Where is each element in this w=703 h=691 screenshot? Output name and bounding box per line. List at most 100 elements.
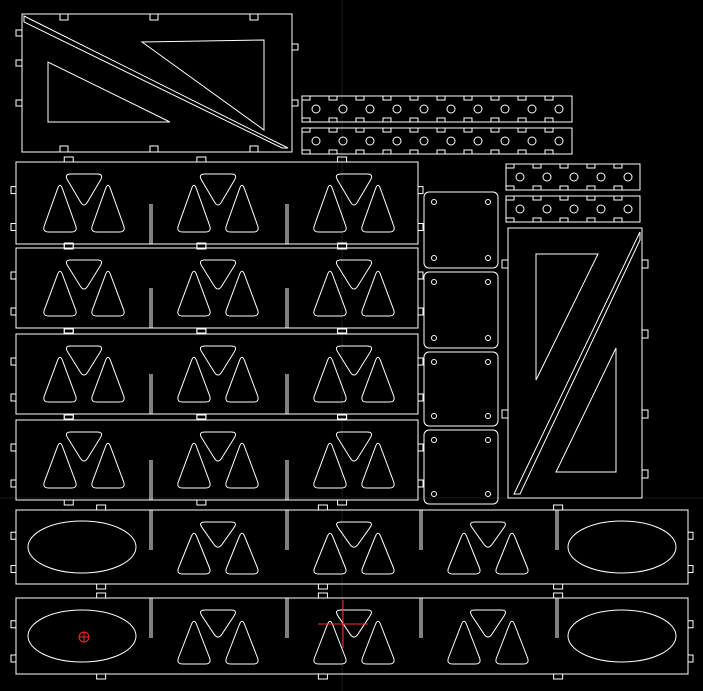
strip-hole <box>623 172 633 182</box>
truss-cutout-up <box>313 442 347 489</box>
strip-outline <box>505 163 641 191</box>
panel-tabs <box>10 156 424 250</box>
truss-row-2[interactable] <box>10 242 424 334</box>
truss-cutout-down <box>200 521 236 548</box>
truss-row-group[interactable] <box>10 156 424 506</box>
truss-cutout-up <box>361 620 395 665</box>
oval-cutout <box>567 609 677 663</box>
oval-row-group[interactable] <box>10 504 694 680</box>
plate-outline <box>423 351 499 427</box>
perforated-strip[interactable] <box>505 163 641 191</box>
strip-group[interactable] <box>301 95 641 223</box>
plate-hole <box>485 199 491 205</box>
plate-hole <box>431 279 437 285</box>
perforated-strip[interactable] <box>505 195 641 223</box>
strip-hole <box>311 136 321 146</box>
truss-cutout-up <box>177 620 211 665</box>
truss-cutout-up <box>361 184 395 233</box>
truss-cutout-up <box>225 184 259 233</box>
truss-row-1[interactable] <box>10 156 424 250</box>
plate-hole <box>431 335 437 341</box>
origin-marker-icon <box>78 631 90 643</box>
mounting-plate[interactable] <box>423 191 499 269</box>
truss-cutout-down <box>470 609 506 638</box>
panel-slot <box>149 288 153 328</box>
panel-tabs <box>10 504 694 590</box>
panel-slot <box>419 510 423 550</box>
panel-tabs <box>10 414 424 506</box>
plate-hole <box>485 413 491 419</box>
truss-cutout-down <box>470 521 506 548</box>
truss-cutout-down <box>65 259 103 290</box>
strip-hole <box>542 204 552 214</box>
truss-cutout-up <box>495 532 529 575</box>
strip-hole <box>569 204 579 214</box>
strip-hole <box>365 136 375 146</box>
truss-cutout-up <box>177 184 211 233</box>
panel-slot <box>149 204 153 244</box>
truss-cutout-up <box>91 356 125 403</box>
panel-diagonal-right[interactable] <box>501 227 649 499</box>
oval-row-2[interactable] <box>10 592 694 680</box>
strip-notches <box>301 96 554 122</box>
panel-slot <box>285 598 289 638</box>
truss-row-outline <box>15 419 419 501</box>
truss-cutout-down <box>65 345 103 376</box>
strip-hole <box>473 104 483 114</box>
oval-cutout <box>27 609 137 663</box>
truss-cutout-up <box>495 620 529 665</box>
truss-cutout-down <box>336 521 372 548</box>
oval-row-1[interactable] <box>10 504 694 590</box>
plate-hole <box>485 437 491 443</box>
truss-cutout-up <box>313 356 347 403</box>
panel-tabs <box>10 328 424 420</box>
truss-cutout-up <box>177 270 211 317</box>
truss-cutout-up <box>225 620 259 665</box>
strip-hole <box>419 104 429 114</box>
strip-hole <box>500 104 510 114</box>
panel-slot <box>149 374 153 414</box>
plate-hole <box>431 413 437 419</box>
truss-cutout-up <box>313 184 347 233</box>
mounting-plate[interactable] <box>423 429 499 505</box>
perforated-strip[interactable] <box>301 127 573 155</box>
mounting-plate-group[interactable] <box>423 191 499 505</box>
plate-hole <box>485 279 491 285</box>
truss-cutout-up <box>313 270 347 317</box>
truss-row-4[interactable] <box>10 414 424 506</box>
strip-hole <box>623 204 633 214</box>
strip-hole <box>446 104 456 114</box>
truss-cutout-up <box>313 532 347 575</box>
panel-slot <box>555 510 559 550</box>
strip-hole <box>542 172 552 182</box>
truss-cutout-down <box>199 259 237 290</box>
panel-slot <box>285 460 289 500</box>
truss-cutout-up <box>91 270 125 317</box>
truss-cutout-up <box>43 356 77 403</box>
panel-slot <box>285 510 289 550</box>
plate-hole <box>485 359 491 365</box>
panel-slot <box>285 288 289 328</box>
truss-cutout-down <box>336 609 372 638</box>
strip-hole <box>473 136 483 146</box>
strip-hole <box>554 104 564 114</box>
panel-slot <box>419 598 423 638</box>
truss-cutout-up <box>43 442 77 489</box>
strip-notches <box>505 164 623 190</box>
panel-slot <box>149 460 153 500</box>
plate-outline <box>423 271 499 349</box>
mounting-plate[interactable] <box>423 351 499 427</box>
truss-cutout-up <box>177 356 211 403</box>
truss-cutout-up <box>361 532 395 575</box>
truss-cutout-up <box>177 442 211 489</box>
strip-hole <box>446 136 456 146</box>
panel-tabs <box>10 592 694 680</box>
panel-diagonal-top[interactable] <box>15 13 299 153</box>
strip-hole <box>392 136 402 146</box>
perforated-strip[interactable] <box>301 95 573 123</box>
truss-row-3[interactable] <box>10 328 424 420</box>
mounting-plate[interactable] <box>423 271 499 349</box>
panel-slot <box>555 598 559 638</box>
